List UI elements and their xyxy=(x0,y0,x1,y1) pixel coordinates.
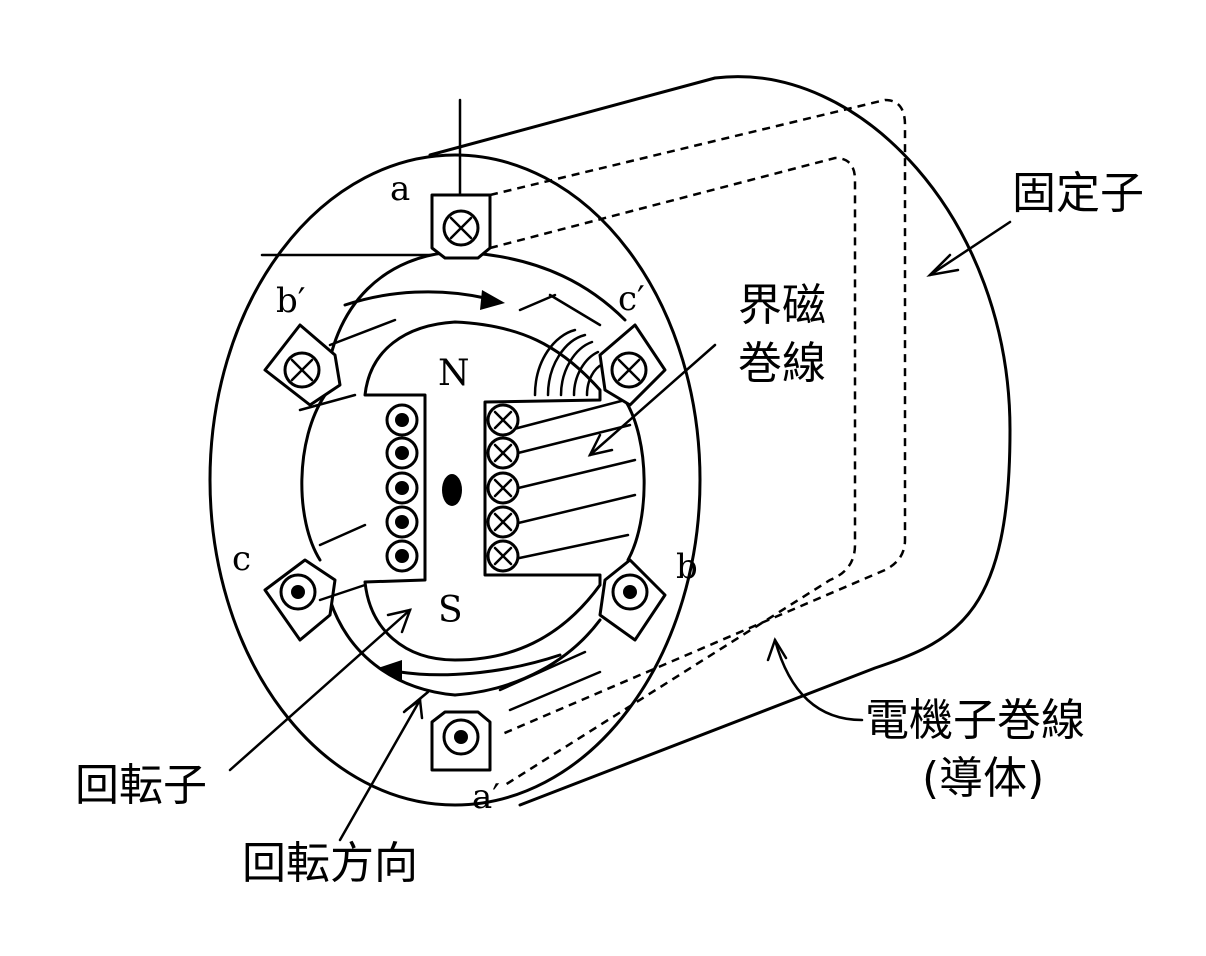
rotor-conductors xyxy=(385,403,520,573)
label-field-winding-line1: 界磁 xyxy=(738,280,826,331)
cross-in-circle-icon xyxy=(617,358,641,382)
label-phase-b: b xyxy=(676,547,698,587)
label-phase-b-prime: b′ xyxy=(276,281,305,321)
label-pole-s: S xyxy=(438,590,463,631)
stator-cylinder xyxy=(428,75,1012,807)
pole-labels: N S xyxy=(438,353,470,631)
dot-in-circle-icon xyxy=(395,481,409,495)
dot-in-circle-icon xyxy=(395,413,409,427)
cross-in-circle-icon xyxy=(493,478,513,498)
stator-front-face xyxy=(208,153,702,807)
label-rotation-direction: 回転方向 xyxy=(242,838,418,889)
dot-in-circle-icon xyxy=(454,730,468,744)
field-winding-arcs xyxy=(518,293,605,397)
stator-slots xyxy=(263,193,667,772)
cross-in-circle-icon xyxy=(493,546,513,566)
label-phase-c-prime: c′ xyxy=(618,279,645,319)
stator-winding-lines xyxy=(298,293,602,712)
rotor-shaft xyxy=(442,474,462,506)
armature-winding-dashed xyxy=(489,98,907,787)
label-phase-a-prime: a′ xyxy=(472,777,500,817)
cross-in-circle-icon xyxy=(493,512,513,532)
cross-in-circle-icon xyxy=(449,216,473,240)
dot-in-circle-icon xyxy=(291,585,305,599)
label-stator: 固定子 xyxy=(1012,168,1144,219)
phase-labels: a a′ b b′ c c′ xyxy=(232,169,698,817)
dot-in-circle-icon xyxy=(395,549,409,563)
rotation-arrows xyxy=(343,290,562,680)
dot-in-circle-icon xyxy=(395,515,409,529)
label-rotor: 回転子 xyxy=(75,760,207,811)
label-armature-winding-line1: 電機子巻線 xyxy=(865,695,1085,746)
label-phase-c: c xyxy=(232,539,251,579)
label-armature-winding-line2: (導体) xyxy=(922,753,1044,804)
cross-in-circle-icon xyxy=(290,358,314,382)
component-labels: 固定子 界磁 巻線 電機子巻線 (導体) 回転子 回転方向 xyxy=(75,168,1144,889)
field-winding-diagonals xyxy=(508,398,637,562)
arrow-head-top xyxy=(480,290,505,310)
cross-in-circle-icon xyxy=(493,443,513,463)
lead-lines xyxy=(260,98,462,257)
label-pole-n: N xyxy=(438,353,470,394)
label-phase-a: a xyxy=(390,169,410,209)
arrow-head-bottom xyxy=(378,660,402,680)
dot-in-circle-icon xyxy=(623,585,637,599)
leader-arrows xyxy=(228,220,1012,842)
dot-in-circle-icon xyxy=(395,446,409,460)
rotor-body xyxy=(363,320,602,662)
cross-in-circle-icon xyxy=(493,410,513,430)
label-field-winding-line2: 巻線 xyxy=(738,338,826,389)
